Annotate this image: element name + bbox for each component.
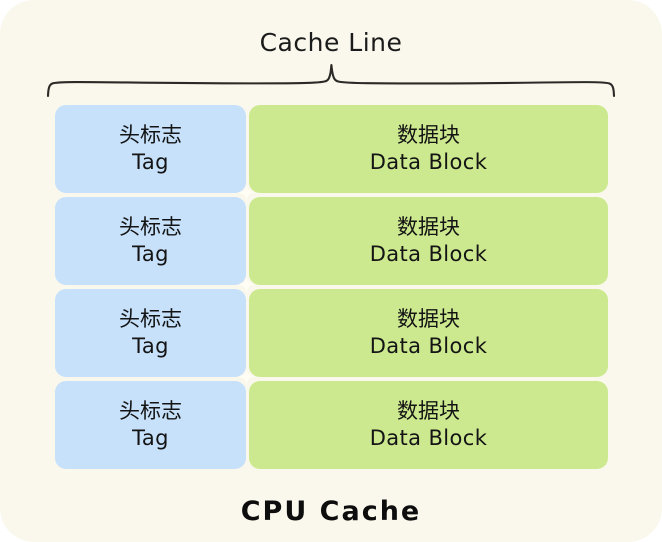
cache-line-row: 头标志 Tag 数据块 Data Block xyxy=(55,197,608,293)
data-label-cn: 数据块 xyxy=(397,398,460,423)
tag-label-en: Tag xyxy=(132,150,169,174)
cache-line-rows: 头标志 Tag 数据块 Data Block 头标志 Tag 数据块 xyxy=(55,105,608,469)
tag-label-cn: 头标志 xyxy=(119,214,182,239)
cache-line-title: Cache Line xyxy=(259,28,403,57)
data-label-cn: 数据块 xyxy=(397,306,460,331)
tag-label-cn: 头标志 xyxy=(119,306,182,331)
tag-label-cn: 头标志 xyxy=(119,122,182,147)
cache-line-row: 头标志 Tag 数据块 Data Block xyxy=(55,105,608,201)
data-block[interactable]: 数据块 Data Block xyxy=(249,381,608,469)
data-label-cn: 数据块 xyxy=(397,122,460,147)
data-block[interactable]: 数据块 Data Block xyxy=(249,197,608,285)
tag-block[interactable]: 头标志 Tag xyxy=(55,289,246,377)
cache-line-row: 头标志 Tag 数据块 Data Block xyxy=(55,381,608,469)
cpu-cache-label: CPU Cache xyxy=(240,496,422,527)
tag-label-en: Tag xyxy=(132,242,169,266)
data-block[interactable]: 数据块 Data Block xyxy=(249,289,608,377)
tag-label-en: Tag xyxy=(132,334,169,358)
data-label-en: Data Block xyxy=(369,334,488,358)
data-label-en: Data Block xyxy=(369,242,488,266)
data-block[interactable]: 数据块 Data Block xyxy=(249,105,608,193)
cache-line-row: 头标志 Tag 数据块 Data Block xyxy=(55,289,608,385)
tag-label-en: Tag xyxy=(132,426,169,450)
curly-brace-top-icon xyxy=(44,62,618,98)
tag-block[interactable]: 头标志 Tag xyxy=(55,381,246,469)
tag-block[interactable]: 头标志 Tag xyxy=(55,197,246,285)
data-label-en: Data Block xyxy=(369,150,488,174)
tag-block[interactable]: 头标志 Tag xyxy=(55,105,246,193)
data-label-en: Data Block xyxy=(369,426,488,450)
data-label-cn: 数据块 xyxy=(397,214,460,239)
tag-label-cn: 头标志 xyxy=(119,398,182,423)
